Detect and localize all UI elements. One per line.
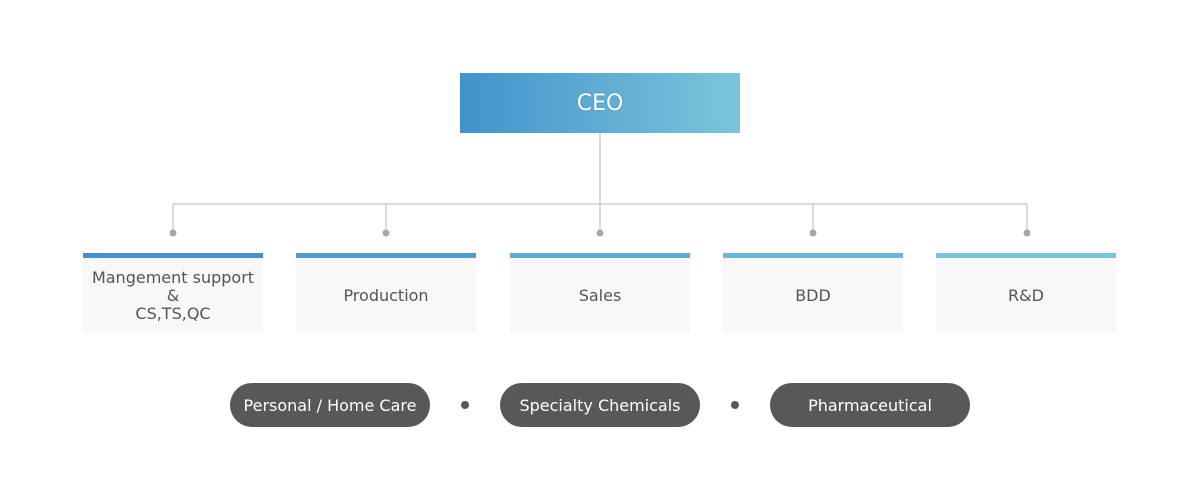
connector-dot-1 [169,229,177,237]
department-sales: Sales [510,253,690,333]
department-bdd: BDD [723,253,903,333]
business-area-label: Pharmaceutical [808,395,932,415]
department-accent-bar [510,253,690,258]
department-accent-bar [936,253,1116,258]
connector-dot-3 [596,229,604,237]
department-label: Production [343,285,429,305]
department-accent-bar [296,253,476,258]
separator-dot [731,401,739,409]
separator-dot [461,401,469,409]
department-label: Sales [578,285,622,305]
department-label: R&D [1008,285,1044,305]
business-area-personal-home-care: Personal / Home Care [230,383,430,427]
department-accent-bar [83,253,263,258]
department-rnd: R&D [936,253,1116,333]
business-area-label: Personal / Home Care [243,395,417,415]
department-label: BDD [795,285,831,305]
department-production: Production [296,253,476,333]
department-management-support: Mangement support & CS,TS,QC [83,253,263,333]
business-area-specialty-chemicals: Specialty Chemicals [500,383,700,427]
ceo-box: CEO [460,73,740,133]
department-label: Mangement support & CS,TS,QC [91,267,255,323]
department-accent-bar [723,253,903,258]
connector-dot-2 [382,229,390,237]
connector-dot-5 [1023,229,1031,237]
ceo-label: CEO [576,90,624,116]
connector-dot-4 [809,229,817,237]
business-area-label: Specialty Chemicals [519,395,681,415]
business-area-pharmaceutical: Pharmaceutical [770,383,970,427]
